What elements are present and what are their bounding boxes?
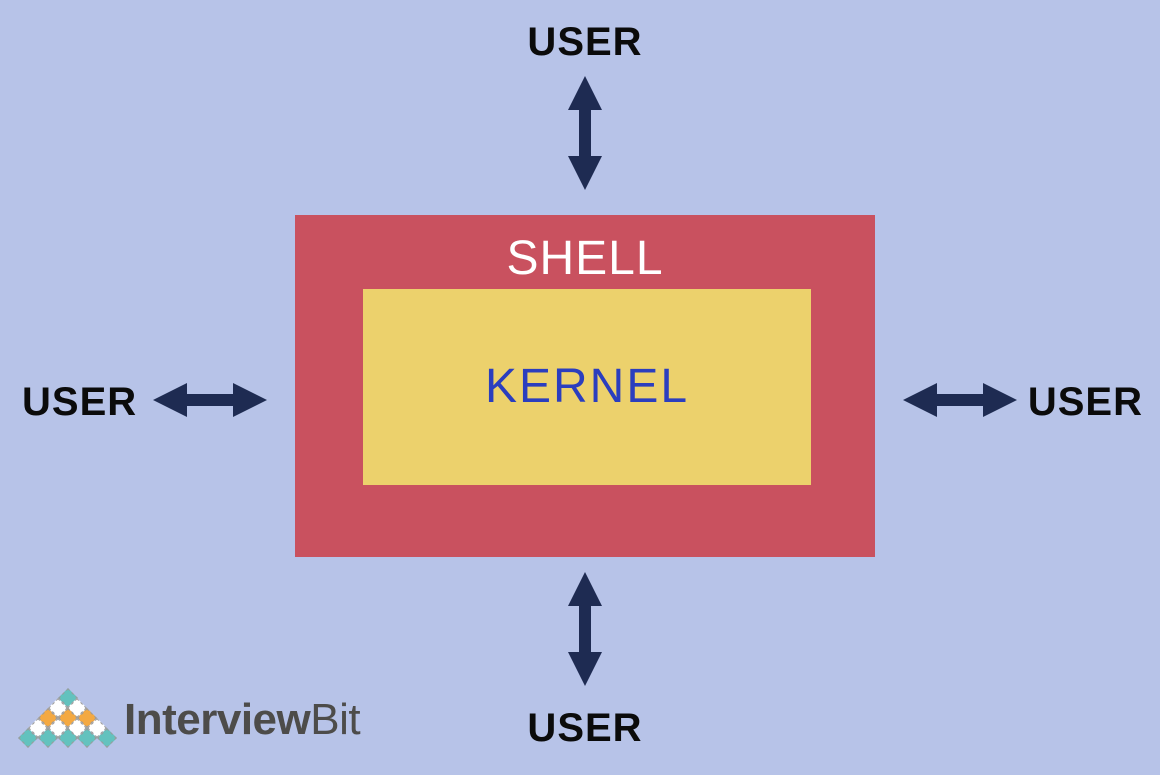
- arrowhead-down-icon: [568, 652, 602, 686]
- arrowhead-right-icon: [983, 383, 1017, 417]
- arrow-shaft: [579, 606, 591, 652]
- arrowhead-up-icon: [568, 572, 602, 606]
- user-label-left: USER: [22, 380, 138, 424]
- up-down-arrow-icon: [568, 572, 602, 686]
- arrowhead-right-icon: [233, 383, 267, 417]
- arrowhead-left-icon: [153, 383, 187, 417]
- arrowhead-down-icon: [568, 156, 602, 190]
- kernel-box: KERNEL: [363, 289, 811, 485]
- arrowhead-left-icon: [903, 383, 937, 417]
- left-right-arrow-icon: [903, 383, 1017, 417]
- user-label-bottom: USER: [527, 706, 643, 750]
- logo-text-interview: Interview: [124, 695, 311, 744]
- interviewbit-logo: InterviewBit: [18, 688, 367, 759]
- arrow-shaft: [187, 394, 233, 406]
- shell-box: SHELL KERNEL: [295, 215, 875, 557]
- arrowhead-up-icon: [568, 76, 602, 110]
- arrow-shaft: [937, 394, 983, 406]
- user-label-right: USER: [1027, 380, 1143, 424]
- user-label-top: USER: [527, 20, 643, 64]
- kernel-label: KERNEL: [484, 360, 690, 413]
- logo-text-bit: Bit: [310, 695, 361, 744]
- arrow-shaft: [579, 110, 591, 156]
- logo-wordmark: InterviewBit: [124, 695, 361, 744]
- left-right-arrow-icon: [153, 383, 267, 417]
- up-down-arrow-icon: [568, 76, 602, 190]
- logo-pyramid-icon: [18, 688, 117, 751]
- shell-label: SHELL: [506, 232, 664, 285]
